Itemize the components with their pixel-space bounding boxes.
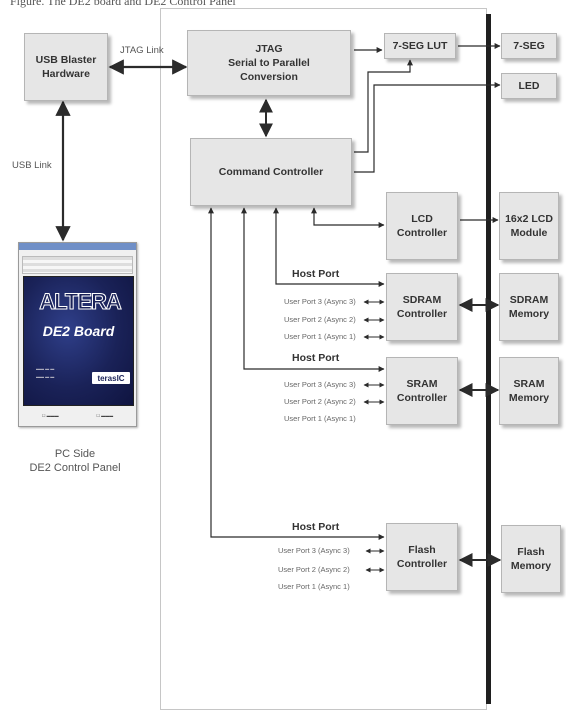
- led-label: LED: [518, 80, 540, 92]
- panel-status-lines: ▬▬ ▬ ▬▬▬ ▬ ▬: [36, 366, 55, 379]
- sram-controller-label-2: Controller: [396, 392, 448, 404]
- flash-memory-label-1: Flash: [517, 546, 545, 558]
- usb-blaster-block: USB Blaster Hardware: [24, 33, 108, 101]
- flash-user-port-2: User Port 2 (Async 2): [278, 565, 350, 574]
- panel-title-bar: [19, 243, 136, 250]
- jtag-label-2: Serial to Parallel: [228, 57, 310, 69]
- de2-board-edge: [486, 14, 491, 704]
- usb-blaster-label-2: Hardware: [42, 68, 90, 80]
- sdram-user-port-2: User Port 2 (Async 2): [284, 315, 356, 324]
- command-to-flash-host-line: [208, 207, 385, 540]
- seg-block: 7-SEG: [501, 33, 557, 59]
- flash-user-port-3: User Port 3 (Async 3): [278, 546, 350, 555]
- panel-splash: ALTERA DE2 Board ▬▬ ▬ ▬▬▬ ▬ ▬ terasIC: [23, 276, 134, 406]
- usb-blaster-label-1: USB Blaster: [35, 54, 97, 66]
- usb-link-label: USB Link: [12, 160, 52, 171]
- command-to-led-line: [354, 82, 501, 173]
- flash-memory-block: Flash Memory: [501, 525, 561, 593]
- flash-host-port-label: Host Port: [292, 521, 340, 533]
- sram-controller-block: SRAM Controller: [386, 357, 458, 425]
- flash-memory-label-2: Memory: [510, 560, 552, 572]
- sram-memory-label-2: Memory: [508, 392, 550, 404]
- flash-user-port-1: User Port 1 (Async 1): [278, 582, 350, 591]
- seg-lut-block: 7-SEG LUT: [384, 33, 456, 59]
- sram-memory-label-1: SRAM: [513, 378, 545, 390]
- panel-footer-checkbox-1: ☐ ▬▬▬: [41, 412, 59, 418]
- terasic-logo: terasIC: [92, 372, 130, 384]
- lcd-module-block: 16x2 LCD Module: [499, 192, 559, 260]
- jtag-label-3: Conversion: [240, 71, 298, 83]
- sram-host-port-label: Host Port: [292, 352, 340, 364]
- led-block: LED: [501, 73, 557, 99]
- sdram-user-port-1: User Port 1 (Async 1): [284, 332, 356, 341]
- pc-side-label: PC Side: [54, 448, 96, 460]
- sdram-controller-label-2: Controller: [396, 308, 448, 320]
- lcd-controller-label-1: LCD: [411, 213, 433, 225]
- flash-controller-label-2: Controller: [396, 558, 448, 570]
- command-to-lut-line: [354, 59, 413, 153]
- sram-user-port-1: User Port 1 (Async 1): [284, 414, 356, 423]
- jtag-block: JTAG Serial to Parallel Conversion: [187, 30, 351, 96]
- sdram-controller-label-1: SDRAM: [402, 294, 442, 306]
- sram-user-port-2: User Port 2 (Async 2): [284, 397, 356, 406]
- sdram-memory-block: SDRAM Memory: [499, 273, 559, 341]
- lcd-controller-block: LCD Controller: [386, 192, 458, 260]
- command-controller-label: Command Controller: [218, 166, 324, 178]
- lcd-module-label-2: Module: [510, 227, 548, 239]
- sram-memory-block: SRAM Memory: [499, 357, 559, 425]
- sram-controller-label-1: SRAM: [406, 378, 438, 390]
- panel-footer: ☐ ▬▬▬ ☐ ▬▬▬: [23, 408, 132, 422]
- command-to-lcd-line: [311, 207, 385, 228]
- lcd-controller-label-2: Controller: [396, 227, 448, 239]
- sram-user-port-3: User Port 3 (Async 3): [284, 380, 356, 389]
- sdram-controller-block: SDRAM Controller: [386, 273, 458, 341]
- jtag-label-1: JTAG: [255, 43, 283, 55]
- panel-menu-bar: [19, 250, 136, 255]
- de2-board-title: DE2 Board: [42, 323, 115, 339]
- lcd-module-label-1: 16x2 LCD: [505, 213, 553, 225]
- sdram-user-port-3: User Port 3 (Async 3): [284, 297, 356, 306]
- panel-control-rows: [22, 256, 133, 274]
- flash-controller-block: Flash Controller: [386, 523, 458, 591]
- altera-logo: ALTERA: [39, 289, 123, 315]
- sdram-host-port-label: Host Port: [292, 268, 340, 280]
- seg-label: 7-SEG: [513, 40, 545, 52]
- panel-footer-checkbox-2: ☐ ▬▬▬: [96, 412, 114, 418]
- jtag-link-label: JTAG Link: [120, 45, 164, 56]
- sdram-memory-label-2: Memory: [508, 308, 550, 320]
- command-to-sram-host-line: [241, 207, 385, 372]
- command-controller-block: Command Controller: [190, 138, 352, 206]
- figure-caption: Figure. The DE2 board and DE2 Control Pa…: [10, 0, 236, 8]
- pc-side-caption: PC Side DE2 Control Panel: [10, 447, 140, 475]
- sdram-memory-label-1: SDRAM: [509, 294, 549, 306]
- seg-lut-label: 7-SEG LUT: [392, 40, 448, 52]
- flash-controller-label-1: Flash: [408, 544, 436, 556]
- control-panel-label: DE2 Control Panel: [29, 462, 121, 474]
- de2-control-panel-screenshot: ALTERA DE2 Board ▬▬ ▬ ▬▬▬ ▬ ▬ terasIC ☐ …: [18, 242, 137, 427]
